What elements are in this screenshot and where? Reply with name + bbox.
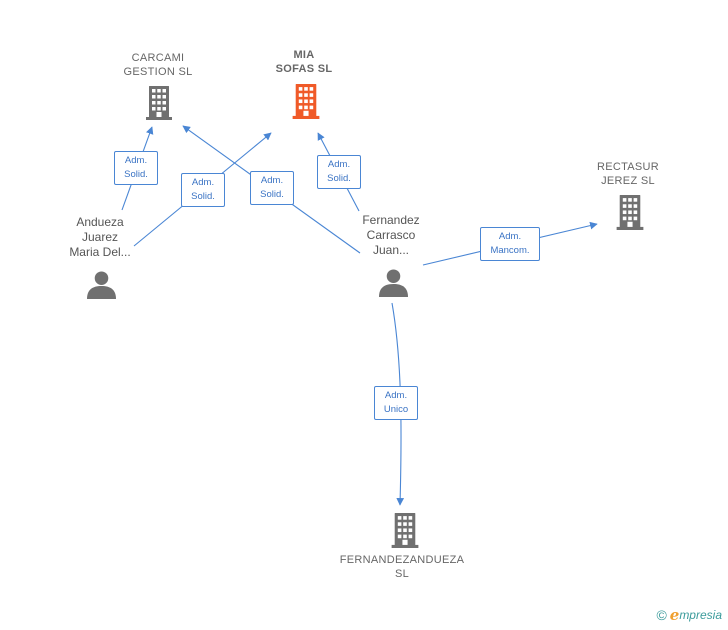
building-icon[interactable] xyxy=(391,513,419,548)
company-name-line: CARCAMI xyxy=(131,52,185,64)
person-name-line: Carrasco xyxy=(366,228,416,242)
company-name-line: JEREZ SL xyxy=(601,175,655,187)
relation-type: Solid. xyxy=(124,169,148,180)
company-name-line: SL xyxy=(394,568,410,580)
copyright-symbol: © xyxy=(656,607,667,623)
company-name-line: GESTION SL xyxy=(123,66,193,78)
person-name-line: Andueza xyxy=(76,215,124,229)
relation-type: Unico xyxy=(383,404,409,415)
company-label-rectasur[interactable]: RECTASUR JEREZ SL xyxy=(578,160,678,188)
footer-brand[interactable]: © e mpresia xyxy=(656,606,722,624)
building-icon[interactable] xyxy=(616,195,644,230)
relation-role: Adm. xyxy=(384,390,408,401)
company-label-mia[interactable]: MIA SOFAS SL xyxy=(254,48,354,76)
relation-type: Solid. xyxy=(327,173,351,184)
relation-label-fernandez-rectasur[interactable]: Adm. Mancom. xyxy=(480,227,540,261)
relation-label-fernandez-carcami[interactable]: Adm. Solid. xyxy=(250,171,294,205)
person-name-line: Juarez xyxy=(81,230,119,244)
brand-logo-initial: e xyxy=(669,606,680,624)
relation-role: Adm. xyxy=(260,175,284,186)
person-icon[interactable] xyxy=(87,271,116,299)
relation-label-andueza-mia[interactable]: Adm. Solid. xyxy=(181,173,225,207)
company-name-line: RECTASUR xyxy=(596,161,660,173)
person-label-andueza[interactable]: Andueza Juarez Maria Del... xyxy=(50,215,150,260)
person-icon[interactable] xyxy=(379,269,408,297)
relation-type: Solid. xyxy=(260,189,284,200)
building-icon[interactable] xyxy=(292,84,320,119)
relation-label-fernandez-mia[interactable]: Adm. Solid. xyxy=(317,155,361,189)
relation-role: Adm. xyxy=(498,231,522,242)
company-label-carcami[interactable]: CARCAMI GESTION SL xyxy=(108,51,208,79)
brand-logo-text: mpresia xyxy=(679,608,722,622)
relation-role: Adm. xyxy=(124,155,148,166)
building-icon[interactable] xyxy=(146,86,172,120)
company-name-line: MIA xyxy=(293,49,315,61)
person-name-line: Juan... xyxy=(372,243,410,257)
relation-label-fernandez-fernandezandueza[interactable]: Adm. Unico xyxy=(374,386,418,420)
relation-label-andueza-carcami[interactable]: Adm. Solid. xyxy=(114,151,158,185)
company-label-fernandezandueza[interactable]: FERNANDEZANDUEZA SL xyxy=(327,553,477,581)
company-name-line: SOFAS SL xyxy=(275,63,333,75)
relation-type: Solid. xyxy=(191,191,215,202)
person-label-fernandez[interactable]: Fernandez Carrasco Juan... xyxy=(341,213,441,258)
relation-type: Mancom. xyxy=(490,245,530,256)
relation-role: Adm. xyxy=(191,177,215,188)
person-name-line: Fernandez xyxy=(362,213,420,227)
company-name-line: FERNANDEZANDUEZA xyxy=(339,554,465,566)
relation-role: Adm. xyxy=(327,159,351,170)
person-name-line: Maria Del... xyxy=(69,245,131,259)
